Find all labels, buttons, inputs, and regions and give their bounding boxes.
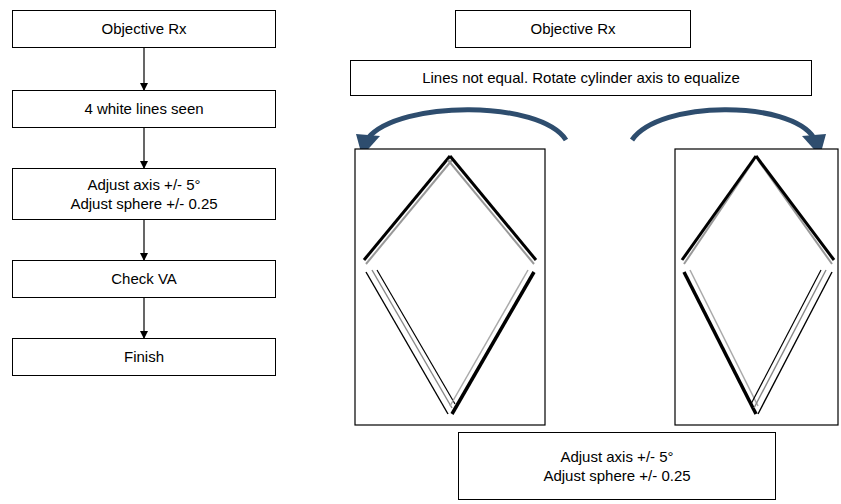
rotate-arrow bbox=[632, 110, 814, 140]
kite-figure bbox=[364, 156, 536, 414]
process-box: 4 white lines seen bbox=[12, 90, 276, 128]
flow-arrow bbox=[143, 128, 144, 168]
flow-arrow bbox=[143, 298, 144, 338]
box-text: Check VA bbox=[111, 269, 177, 289]
rotate-arrow bbox=[368, 110, 566, 140]
box-text: Objective Rx bbox=[530, 19, 615, 39]
flow-arrow bbox=[143, 220, 144, 260]
process-box: Adjust axis +/- 5°Adjust sphere +/- 0.25 bbox=[458, 432, 776, 500]
flow-arrow bbox=[143, 48, 144, 90]
process-box: Adjust axis +/- 5°Adjust sphere +/- 0.25 bbox=[12, 168, 276, 220]
box-text: Finish bbox=[124, 347, 164, 367]
end-box: Finish bbox=[12, 338, 276, 376]
box-text: Adjust axis +/- 5° bbox=[87, 175, 200, 195]
box-text: 4 white lines seen bbox=[84, 99, 203, 119]
process-box: Check VA bbox=[12, 260, 276, 298]
start-box: Objective Rx bbox=[455, 10, 691, 48]
image-frame bbox=[355, 149, 545, 425]
kite-figure bbox=[682, 156, 834, 414]
instruction-box: Lines not equal. Rotate cylinder axis to… bbox=[350, 60, 812, 96]
start-box: Objective Rx bbox=[12, 10, 276, 48]
box-text: Lines not equal. Rotate cylinder axis to… bbox=[422, 68, 740, 88]
box-text: Objective Rx bbox=[101, 19, 186, 39]
box-text: Adjust sphere +/- 0.25 bbox=[543, 466, 690, 486]
box-text: Adjust sphere +/- 0.25 bbox=[70, 194, 217, 214]
box-text: Adjust axis +/- 5° bbox=[560, 447, 673, 467]
image-frame bbox=[675, 149, 838, 425]
